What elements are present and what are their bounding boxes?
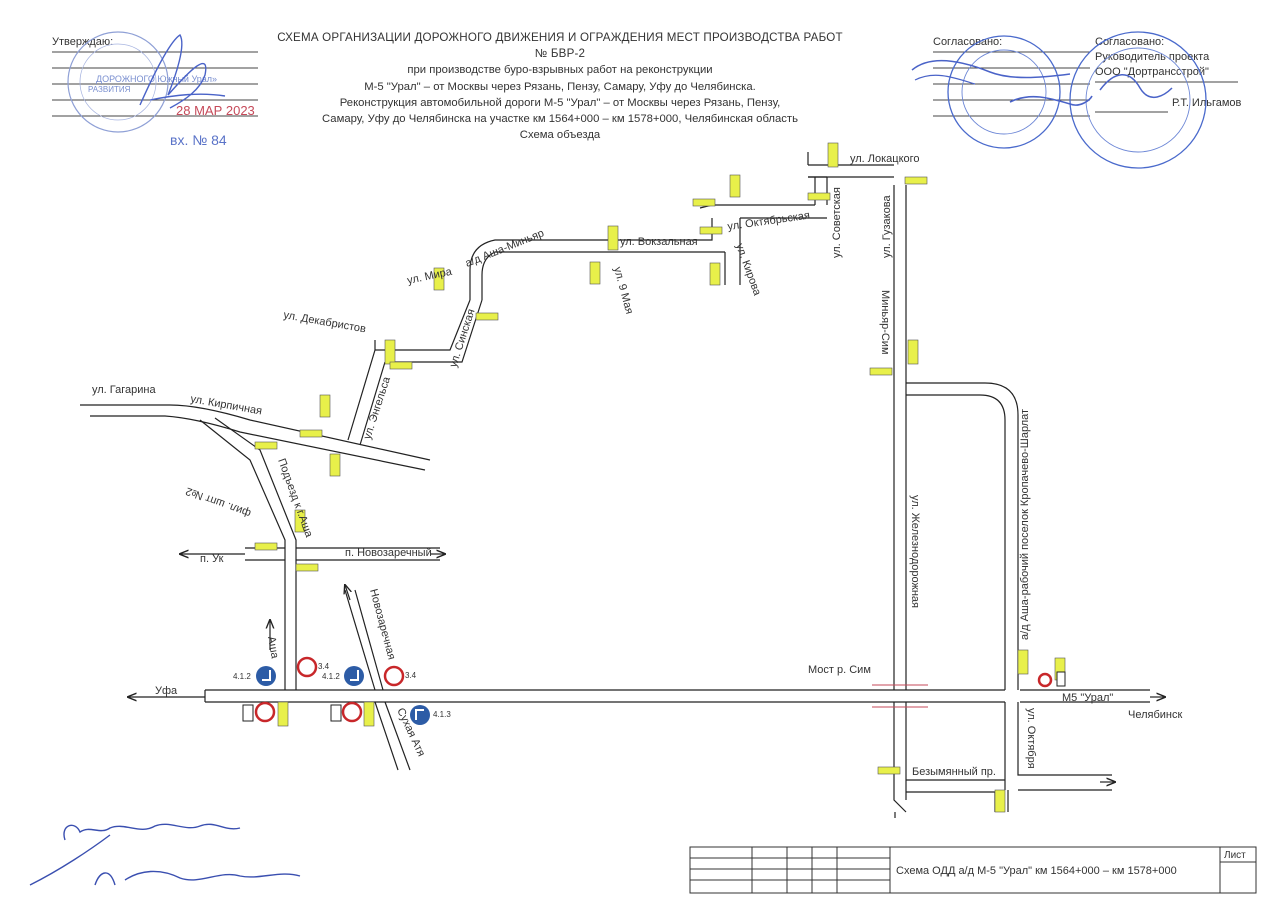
label-guzakova: ул. Гузакова [881,195,893,258]
bottom-signature [29,823,301,886]
label-m5: М5 "Урал" [1062,692,1113,704]
label-bezymyanny: Безымянный пр. [912,766,996,778]
title-block-caption: Схема ОДД а/д М-5 "Урал" км 1564+000 – к… [896,865,1177,877]
agreed2-label: Согласовано: [1095,36,1165,48]
title-line-5: Реконструкция автомобильной дороги М-5 "… [339,96,781,109]
title-line-3: при производстве буро-взрывных работ на … [407,64,713,77]
label-maya: ул. 9 Мая [611,266,635,316]
label-kirova: ул. Кирова [733,242,763,298]
sign-412-a: 4.1.2 [233,672,251,681]
label-uk: п. Ук [200,553,224,565]
stamp-date: 28 МАР 2023 [176,103,255,118]
label-novozarechny: п. Новозаречный [345,547,432,559]
label-kropachevo: а/д Аша-рабочий поселок Кропачево-Шарлат [1019,409,1031,640]
label-lokatsky: ул. Локацкого [850,153,920,165]
label-oktyabrya: ул. Октября [1025,708,1037,769]
title-line-6: Самару, Уфу до Челябинска на участке км … [322,113,798,126]
label-sovetskaya: ул. Советская [831,187,843,258]
label-oktyabrskaya: ул. Октябрьская [727,210,811,233]
label-gagarina: ул. Гагарина [92,384,156,396]
approve-signature [139,34,226,109]
stamp-incoming-number: вх. № 84 [170,132,227,148]
label-dekabristov: ул. Декабристов [282,309,366,335]
detour-signs [254,142,1066,813]
label-most-sim: Мост р. Сим [808,664,871,676]
right-stamps [911,31,1207,169]
label-mira: ул. Мира [406,266,454,287]
bridge-marker [872,684,928,708]
manager-title-1: Руководитель проекта [1095,51,1210,63]
sign-34-a: 3.4 [318,662,330,671]
label-ship: фил. шпт №2 [184,485,253,520]
title-line-1: СХЕМА ОРГАНИЗАЦИИ ДОРОЖНОГО ДВИЖЕНИЯ И О… [277,31,843,44]
direction-signs [256,666,430,725]
label-zheleznodorozhnaya: ул. Железнодорожная [909,495,921,608]
label-ufa: Уфа [155,685,178,697]
title-block [689,846,1257,894]
sign-412-b: 4.1.2 [322,672,340,681]
label-asha-minyar: а/д Аша-Миньяр [464,227,546,270]
label-vokzalnaya: ул. Вокзальная [620,236,698,248]
approve-label: Утверждаю: [52,36,114,48]
label-asha: Аша [265,635,281,660]
sign-34-b: 3.4 [405,671,417,680]
small-arrow-signs [242,671,1066,722]
prohibition-signs [254,656,1053,723]
title-line-4: М-5 "Урал" – от Москвы через Рязань, Пен… [364,80,756,93]
label-chelyabinsk: Челябинск [1128,709,1182,721]
stamp-hw: РАЗВИТИЯ [88,85,131,94]
title-line-7: Схема объезда [519,129,601,142]
label-engelsa: ул. Энгельса [361,375,393,441]
incoming-stamp: РАЗВИТИЯ ДОРОЖНОГО Южный Урал» 28 МАР 20… [67,31,255,148]
document-title: СХЕМА ОРГАНИЗАЦИИ ДОРОЖНОГО ДВИЖЕНИЯ И О… [250,30,870,143]
label-minyar-sim: Миньяр-Сим [879,290,891,355]
stamp-org: ДОРОЖНОГО Южный Урал» [96,74,217,84]
title-line-2: № БВР-2 [534,47,586,61]
title-block-sheet: Лист [1224,850,1246,861]
route-arrows [270,620,896,818]
sign-413: 4.1.3 [433,710,451,719]
